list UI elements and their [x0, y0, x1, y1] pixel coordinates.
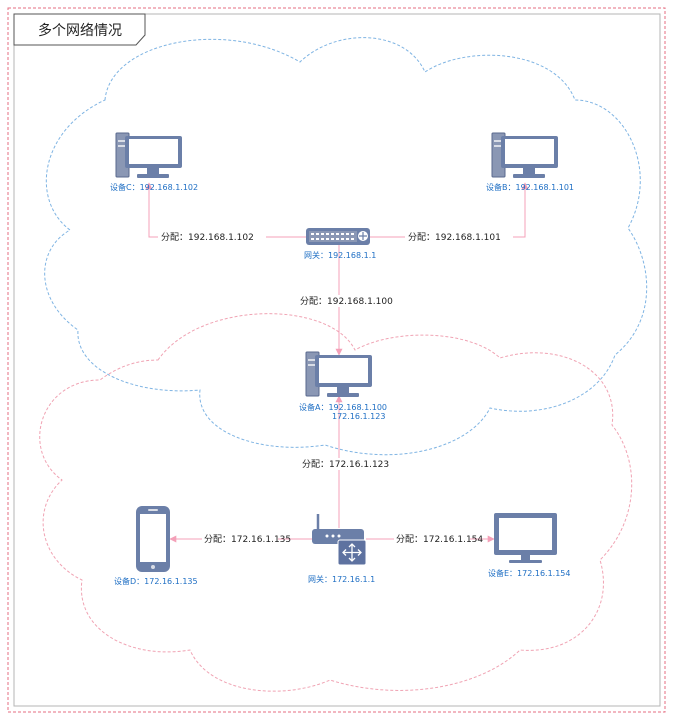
edge-label-switch-a: 分配：192.168.1.100 [300, 296, 393, 307]
outer-frame [7, 7, 666, 713]
edge-label-router-a: 分配：172.16.1.123 [302, 459, 389, 470]
device-d-phone-icon[interactable] [136, 506, 170, 572]
edge-label-bg-switch-b [405, 231, 513, 243]
edge-label-router-d: 分配：172.16.1.135 [204, 534, 291, 545]
title-tab [13, 13, 146, 46]
device-c-label: 设备C：192.168.1.102 [110, 182, 198, 192]
edge-label-bg-switch-a [297, 295, 381, 307]
router-gateway-icon[interactable] [312, 514, 367, 566]
edge-label-router-e: 分配：172.16.1.154 [396, 534, 483, 545]
network-cloud-172 [39, 313, 633, 692]
device-e-monitor-icon[interactable] [494, 513, 557, 563]
switch-gateway-icon[interactable] [306, 228, 370, 245]
device-e-label: 设备E：172.16.1.154 [488, 568, 571, 578]
edge-labels: 分配：192.168.1.102 分配：192.168.1.101 分配：192… [158, 231, 513, 545]
edge-label-bg-switch-c [158, 231, 266, 243]
edge-label-switch-c: 分配：192.168.1.102 [161, 232, 254, 243]
edge-label-bg-router-d [202, 533, 278, 545]
device-b-computer-icon[interactable] [491, 132, 558, 178]
diagram-title: 多个网络情况 [38, 22, 122, 39]
switch-gateway-label: 网关：192.168.1.1 [304, 250, 376, 260]
network-cloud-192 [44, 37, 648, 456]
device-a-label-line1: 设备A：192.168.1.100 [299, 402, 387, 412]
device-c-computer-icon[interactable] [115, 132, 182, 178]
device-d-label: 设备D：172.16.1.135 [114, 576, 198, 586]
edge-label-bg-router-e [394, 533, 470, 545]
edge-label-switch-b: 分配：192.168.1.101 [408, 232, 501, 243]
device-a-label-line2: 172.16.1.123 [332, 412, 385, 421]
router-gateway-label: 网关：172.16.1.1 [308, 574, 375, 584]
device-a-computer-icon[interactable] [305, 351, 372, 397]
device-b-label: 设备B：192.168.1.101 [486, 182, 574, 192]
edge-label-bg-router-a [300, 458, 378, 470]
inner-frame [13, 13, 661, 707]
